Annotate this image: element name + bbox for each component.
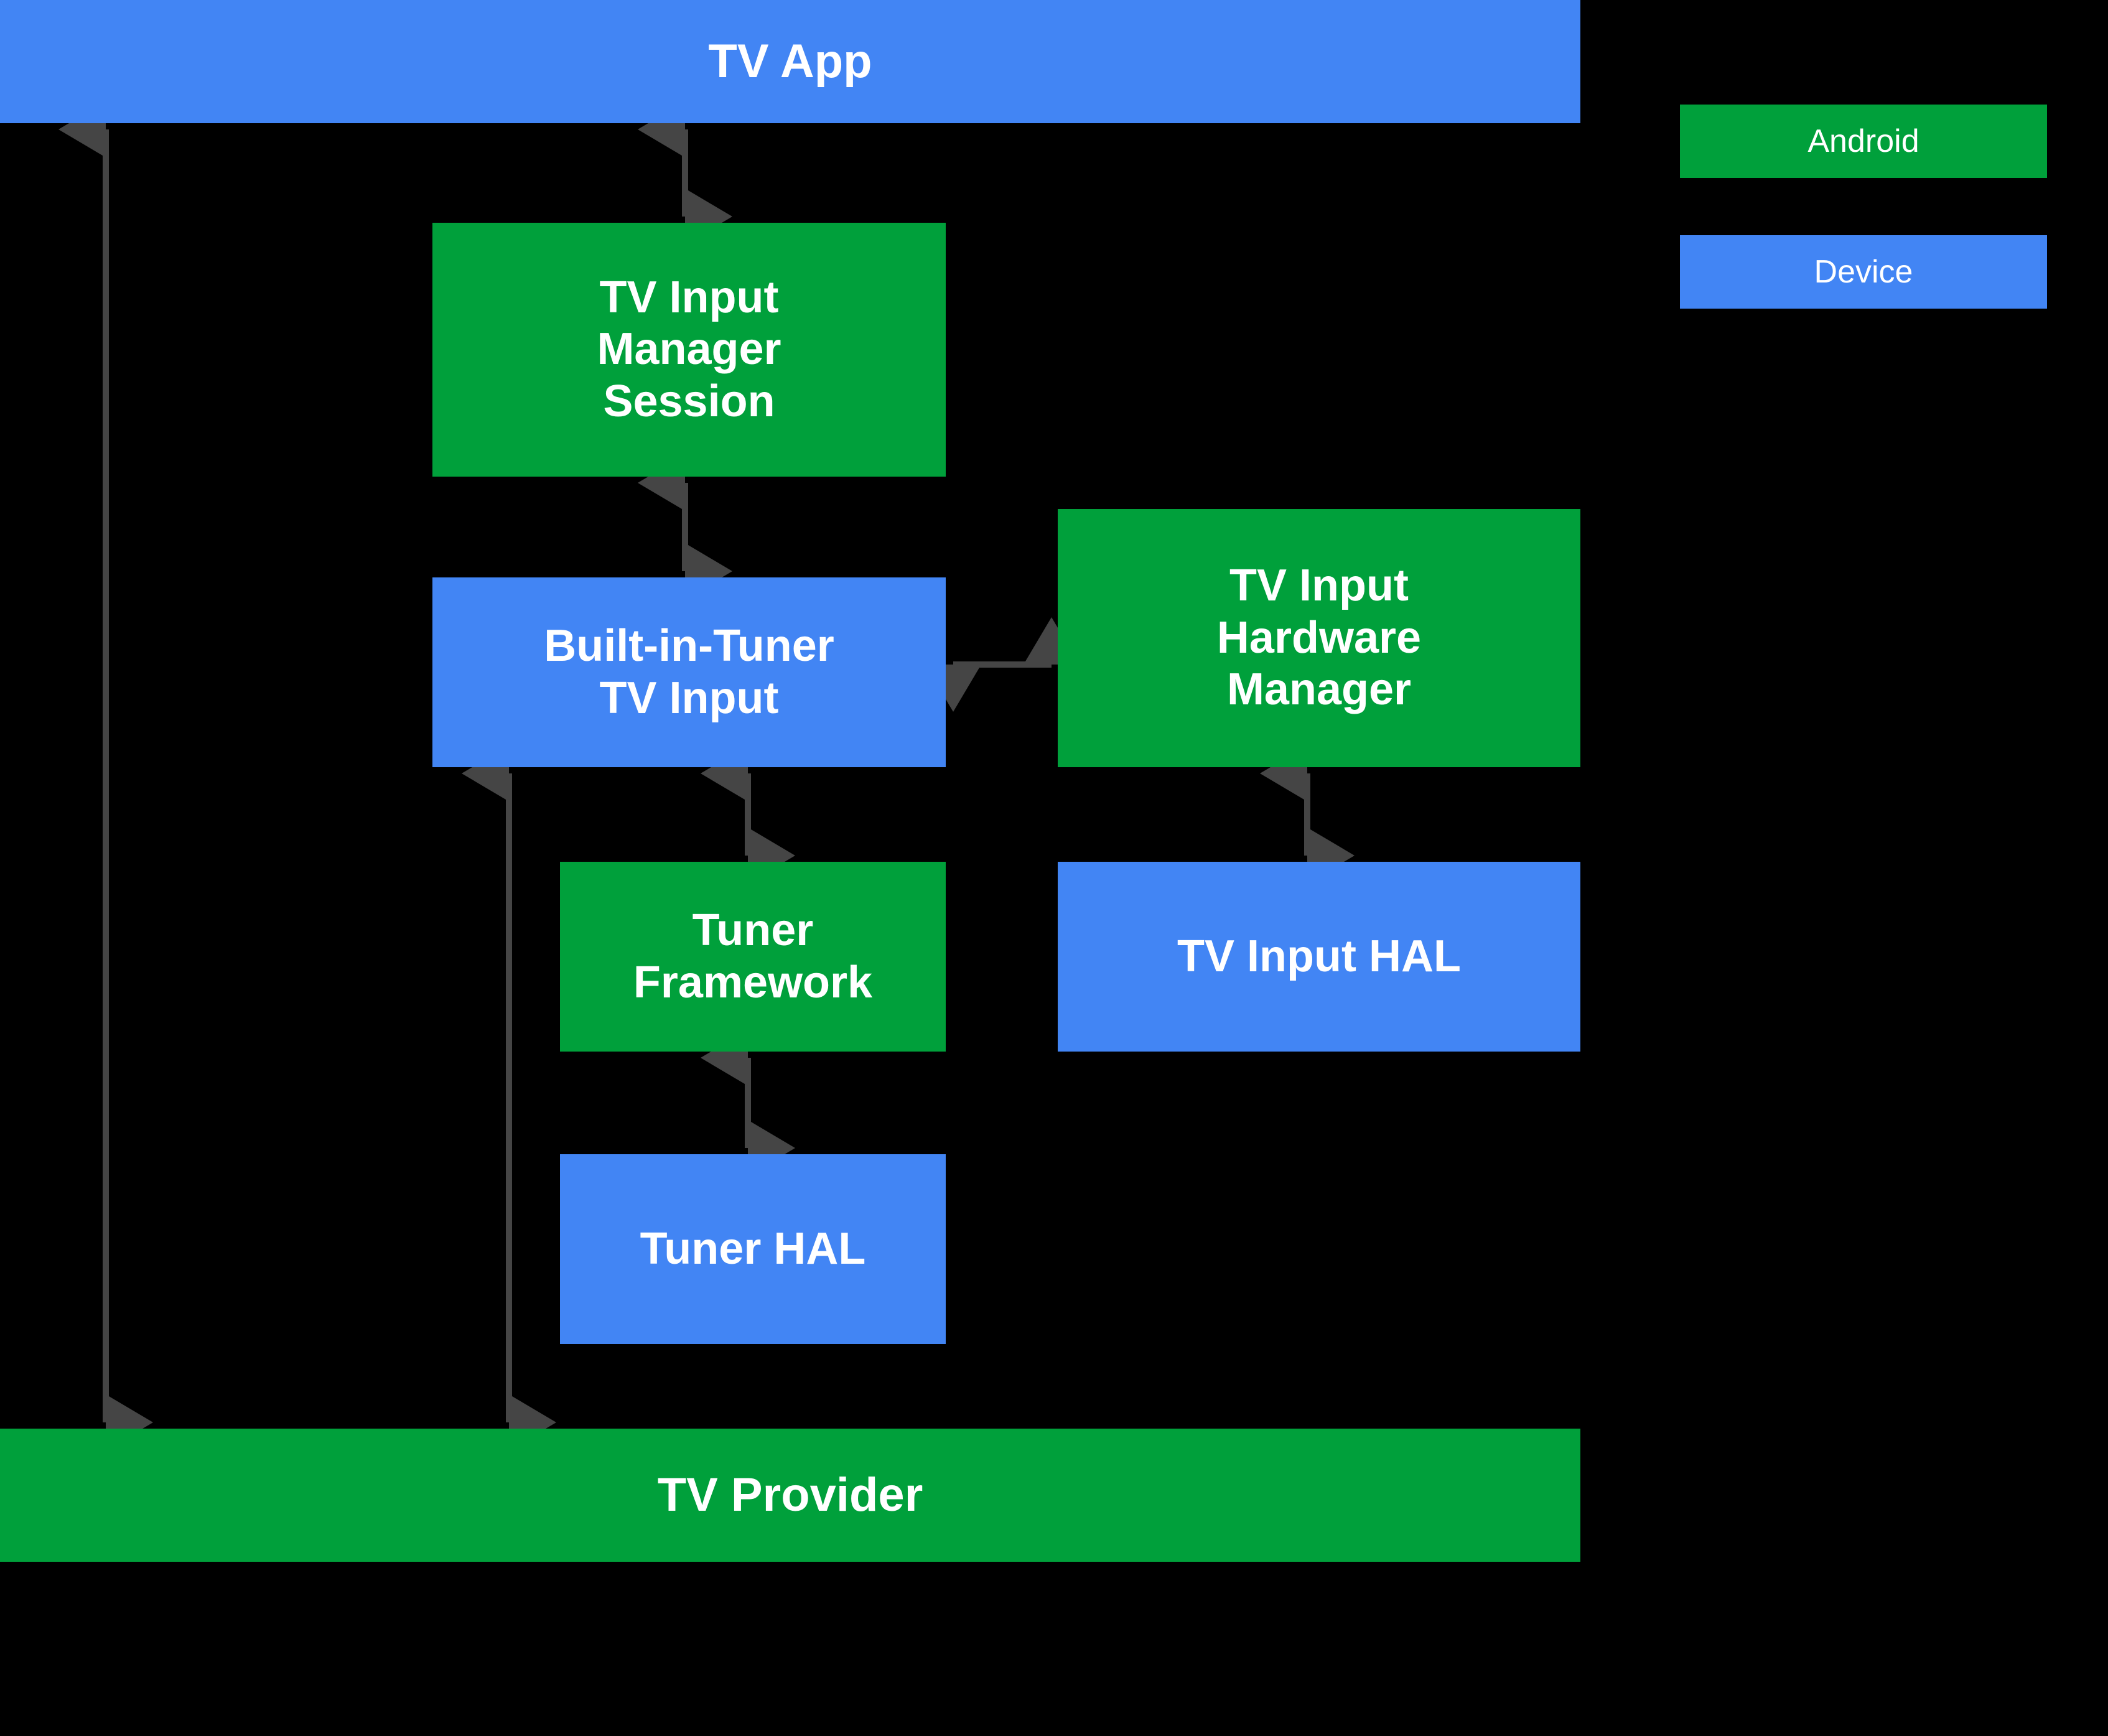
node-tv-provider[interactable]: TV Provider <box>0 1429 1580 1562</box>
legend-item-android: Android <box>1680 105 2047 178</box>
node-built-in-tuner-tv-input[interactable]: Built-in-Tuner TV Input <box>432 577 946 767</box>
legend-item-device: Device <box>1680 235 2047 309</box>
node-tv-input-manager-session[interactable]: TV Input Manager Session <box>432 223 946 477</box>
node-tv-input-hal[interactable]: TV Input HAL <box>1058 862 1580 1052</box>
node-tv-app[interactable]: TV App <box>0 0 1580 123</box>
node-tv-input-hardware-manager[interactable]: TV Input Hardware Manager <box>1058 509 1580 767</box>
node-tuner-framework[interactable]: Tuner Framework <box>560 862 946 1052</box>
node-tuner-hal[interactable]: Tuner HAL <box>560 1154 946 1344</box>
